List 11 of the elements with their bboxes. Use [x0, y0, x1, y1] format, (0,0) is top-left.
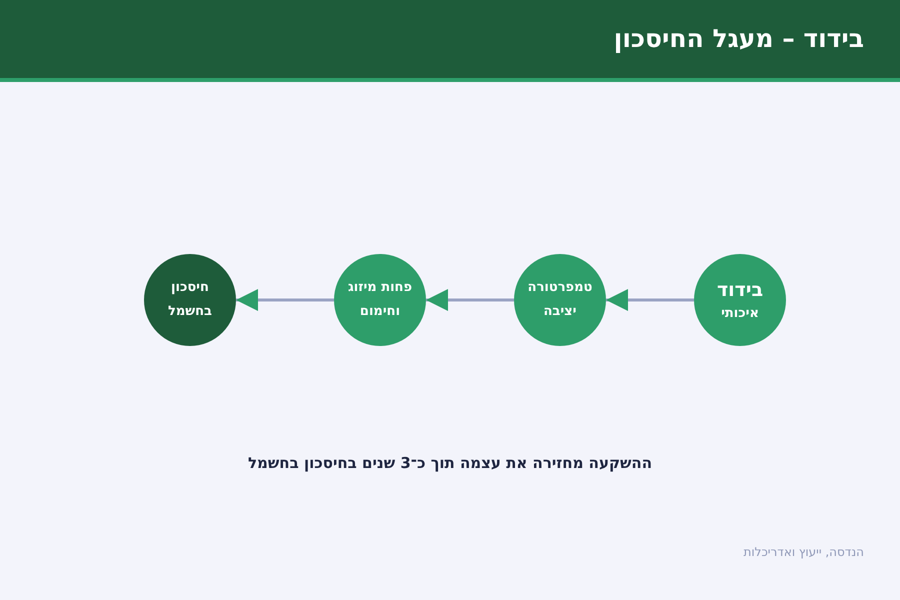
circle-text: איכותי	[721, 305, 759, 323]
caption: ההשקעה מחזירה את עצמה תוך כ־3 שנים בחיסכון בחשמל	[246, 453, 653, 474]
circle-text: פחות מיזוג וחימום	[346, 279, 414, 321]
circle-text: טמפרטורה יציבה	[526, 279, 594, 321]
arrow	[236, 289, 334, 311]
circle-text: חיסכון בחשמל	[167, 279, 213, 321]
title: בידוד – מעגל החיסכון	[614, 23, 864, 56]
arrow	[426, 289, 514, 311]
circle-heading: בידוד	[716, 278, 764, 303]
arrow	[606, 289, 694, 311]
footer-note: הנדסה, ייעוץ ואדריכלות	[743, 544, 864, 561]
